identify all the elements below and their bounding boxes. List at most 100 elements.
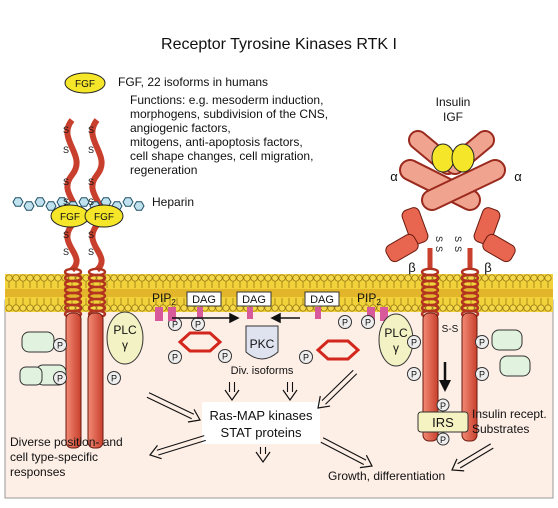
ras-map-box: Ras-MAP kinases STAT proteins: [202, 402, 320, 444]
svg-text:PKC: PKC: [250, 337, 275, 351]
svg-text:P: P: [172, 353, 178, 363]
fgf-badge: FGF: [64, 72, 106, 94]
diagram-title: Receptor Tyrosine Kinases RTK I: [161, 36, 397, 53]
svg-text:cell shape changes, cell migra: cell shape changes, cell migration,: [130, 149, 313, 163]
svg-text:P: P: [195, 320, 201, 330]
svg-text:S: S: [63, 177, 69, 187]
svg-text:P: P: [303, 353, 309, 363]
beta-left: β: [408, 260, 415, 275]
fgf-functions: Functions: e.g. mesoderm induction, morp…: [130, 93, 328, 177]
fgf-kinase-left: [65, 312, 82, 449]
fgf-ligand-left: FGF: [50, 204, 90, 228]
membrane-arrows: [172, 312, 300, 324]
alpha-left: α: [390, 169, 398, 184]
svg-text:P: P: [411, 338, 417, 348]
svg-text:S: S: [453, 236, 463, 242]
svg-text:regeneration: regeneration: [130, 163, 197, 177]
svg-text:S: S: [88, 197, 94, 207]
fgf-description: FGF, 22 isoforms in humans: [118, 75, 268, 89]
div-isoforms: Div. isoforms: [231, 365, 294, 377]
svg-text:P: P: [172, 320, 178, 330]
insulin-disulfide-labels: S S S S: [434, 236, 463, 252]
svg-text:S: S: [63, 197, 69, 207]
irs-phospho: P P: [436, 398, 450, 446]
svg-text:mitogens, anti-apoptosis facto: mitogens, anti-apoptosis factors,: [130, 135, 303, 149]
pip2-left: PIP2: [152, 291, 176, 307]
ip3-left: [177, 331, 223, 353]
dag-3: DAG: [310, 294, 334, 306]
diverse-responses: Diverse position- and cell type-specific…: [10, 435, 123, 479]
svg-text:IRS: IRS: [432, 415, 454, 430]
green-domains-right: [491, 329, 531, 377]
svg-text:FGF: FGF: [60, 212, 80, 223]
insulin-substrates-line1: Insulin recept.: [472, 407, 547, 421]
pip2-right: PIP2: [357, 291, 381, 307]
ss-bond-label: S-S: [442, 324, 459, 335]
svg-text:morphogens, subdivision of the: morphogens, subdivision of the CNS,: [130, 107, 328, 121]
heparin-label: Heparin: [152, 195, 194, 209]
svg-text:S: S: [63, 125, 69, 135]
svg-text:Diverse position- and: Diverse position- and: [10, 435, 123, 449]
svg-text:P: P: [440, 435, 446, 445]
irs-box: IRS: [417, 411, 469, 433]
svg-text:P: P: [57, 341, 63, 351]
plc-gamma-left: PLC γ: [106, 311, 144, 365]
svg-text:S: S: [88, 230, 94, 240]
svg-text:PLC: PLC: [384, 326, 408, 340]
svg-text:PIP2: PIP2: [152, 291, 176, 307]
svg-text:responses: responses: [10, 465, 65, 479]
igf-label: IGF: [443, 110, 463, 124]
svg-text:S: S: [453, 246, 463, 252]
svg-text:S: S: [63, 247, 69, 257]
svg-text:angiogenic factors,: angiogenic factors,: [130, 121, 231, 135]
svg-text:PLC: PLC: [113, 323, 137, 337]
svg-text:S: S: [88, 145, 94, 155]
dag-1: DAG: [192, 294, 216, 306]
svg-text:S: S: [88, 177, 94, 187]
insulin-ligand: [431, 143, 475, 173]
insulin-label: Insulin: [436, 95, 471, 109]
alpha-right: α: [514, 169, 522, 184]
arrow-to-irs: [439, 362, 451, 392]
svg-text:P: P: [440, 401, 446, 411]
svg-text:γ: γ: [122, 338, 128, 352]
fgf-ligand-right: FGF: [84, 204, 124, 228]
pkc: PKC: [245, 325, 279, 360]
svg-text:P: P: [342, 318, 348, 328]
svg-text:Ras-MAP kinases: Ras-MAP kinases: [209, 408, 313, 423]
svg-text:S: S: [88, 247, 94, 257]
svg-text:P: P: [479, 370, 485, 380]
svg-text:FGF: FGF: [75, 79, 95, 90]
growth-differentiation: Growth, differentiation: [328, 469, 445, 483]
svg-text:S: S: [434, 246, 444, 252]
svg-text:P: P: [365, 318, 371, 328]
svg-text:STAT proteins: STAT proteins: [221, 425, 302, 440]
insulin-phospho-sites: P P P P P P P: [299, 315, 489, 381]
fgf-receptor: [63, 118, 107, 449]
svg-text:S: S: [63, 230, 69, 240]
insulin-substrates-line2: Substrates: [472, 422, 529, 436]
pip2-headgroups: [155, 307, 388, 321]
signal-flow-arrows: [146, 369, 494, 472]
svg-text:P: P: [479, 338, 485, 348]
dag-2: DAG: [242, 294, 266, 306]
ip3-right: [315, 339, 361, 361]
svg-text:S: S: [88, 125, 94, 135]
svg-text:γ: γ: [393, 341, 399, 355]
svg-text:P: P: [57, 374, 63, 384]
beta-right: β: [484, 260, 491, 275]
svg-text:Functions: e.g. mesoderm induc: Functions: e.g. mesoderm induction,: [130, 93, 323, 107]
fgf-kinase-right: [87, 312, 104, 449]
svg-text:P: P: [411, 370, 417, 380]
svg-text:S: S: [63, 145, 69, 155]
plc-gamma-right: PLC γ: [378, 313, 414, 367]
svg-text:P: P: [111, 374, 117, 384]
svg-text:FGF: FGF: [94, 212, 114, 223]
svg-text:cell type-specific: cell type-specific: [10, 450, 98, 464]
svg-text:PIP2: PIP2: [357, 291, 381, 307]
svg-text:S: S: [434, 236, 444, 242]
